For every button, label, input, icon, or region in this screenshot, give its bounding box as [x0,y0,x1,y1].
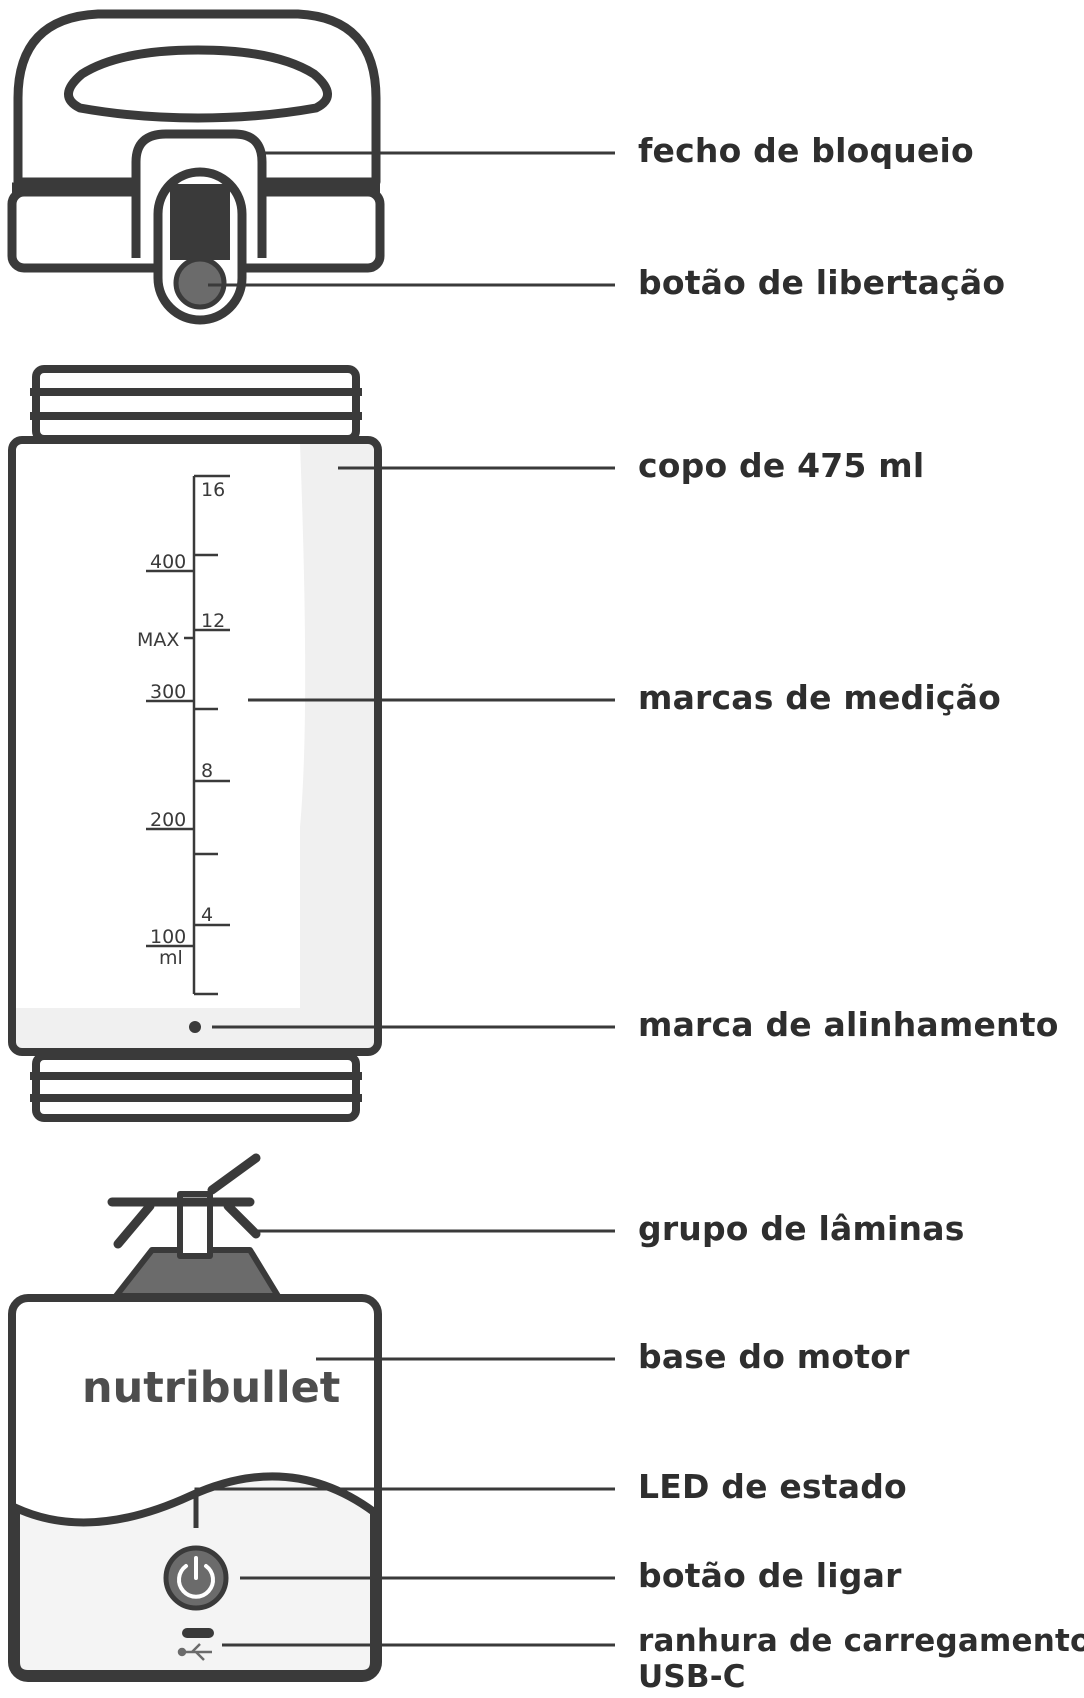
ml-mark-200: 200 [150,809,186,831]
max-label: MAX [137,629,179,651]
usb-icon [177,1643,212,1661]
label-motor-base: base do motor [638,1337,910,1376]
cup [8,365,382,1122]
oz-mark-8: 8 [201,760,213,782]
label-charging-port: ranhura de carregamento [638,1623,1084,1659]
label-power-button: botão de ligar [638,1556,902,1595]
measurement-marks [146,474,230,996]
label-blade-assembly: grupo de lâminas [638,1209,965,1248]
cup-bottom-threads [32,1052,360,1122]
lid-handle-grip [64,45,332,123]
alignment-mark [189,1021,201,1033]
label-charging-port-line2: USB-C [638,1659,746,1695]
scale-labels: 16 12 8 4 400 MAX 300 200 100 ml [137,479,225,969]
label-status-led: LED de estado [638,1467,907,1506]
ml-mark-100: 100 [150,926,186,948]
ml-unit: ml [159,947,183,969]
usb-c-port [182,1628,214,1638]
label-release-button: botão de libertação [638,263,1006,302]
brand-logo: nutribullet [82,1363,340,1413]
ml-mark-400: 400 [150,551,186,573]
power-icon [177,1564,215,1599]
label-cup: copo de 475 ml [638,446,925,485]
label-lock-latch: fecho de bloqueio [638,131,974,170]
oz-mark-4: 4 [201,904,213,926]
lid [7,9,385,325]
oz-mark-12: 12 [201,610,225,632]
cup-top-threads [32,365,360,443]
oz-mark-16: 16 [201,479,225,501]
release-button [173,256,227,310]
blade-assembly [107,1153,281,1299]
label-alignment-mark: marca de alinhamento [638,1005,1059,1044]
ml-mark-300: 300 [150,681,186,703]
label-measurement-marks: marcas de medição [638,678,1001,717]
leader-lines [194,151,615,1647]
